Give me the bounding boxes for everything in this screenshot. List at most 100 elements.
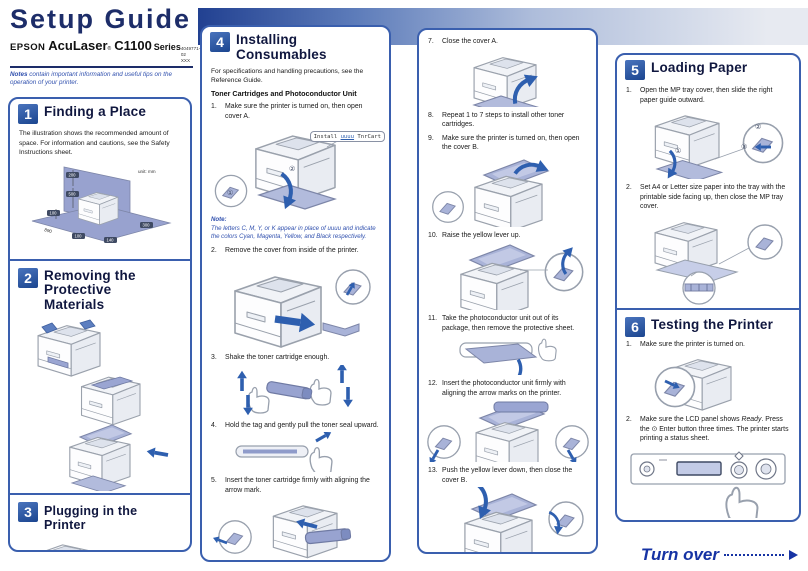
dim-tag: 500 — [69, 191, 77, 196]
masthead: Setup Guide EPSON AcuLaser ® C1100 Serie… — [0, 0, 200, 94]
open-cover-a-illustration: ① ② Install uuuu TnrCart — [202, 123, 389, 213]
section-4-header: 4 Installing Consumables — [202, 27, 389, 65]
dim-tag: 100 — [75, 233, 83, 238]
step-6-2: 2.Make sure the LCD panel shows Ready. P… — [626, 416, 789, 443]
section-4-subhead: Toner Cartridges and Photoconductor Unit — [211, 89, 357, 99]
dim-tag: 100 — [50, 210, 58, 215]
masthead-rule — [10, 65, 193, 68]
epson-logo: EPSON — [10, 42, 46, 54]
shake-cartridge-illustration — [202, 364, 389, 417]
section-6-title: Testing the Printer — [651, 316, 774, 332]
section-2-title: Removing the Protective Materials — [44, 267, 136, 313]
document-code: 4049771-02 XXX — [180, 46, 201, 63]
section-1-intro: The illustration shows the recommended a… — [19, 130, 170, 157]
section-4-note: Note:The letters C, M, Y, or K appear in… — [211, 216, 376, 241]
close-cover-b-illustration — [419, 487, 596, 552]
section-3-number: 3 — [18, 502, 38, 523]
callout-3-label: ③ — [741, 143, 747, 151]
callout-2-label: ② — [755, 123, 761, 131]
pull-toner-seal-illustration — [202, 432, 389, 473]
section-4-title: Installing Consumables — [236, 32, 327, 62]
printer-close-cover-b — [422, 487, 584, 552]
dim-tag: 200 — [69, 172, 77, 177]
photoconductor-protective-sheet — [458, 338, 557, 376]
open-mp-tray-illustration: ① ② ③ — [617, 107, 799, 180]
printer-raise-lever — [459, 242, 584, 311]
lcd-message-callout: Install uuuu TnrCart — [309, 131, 385, 143]
open-cover-b-illustration — [419, 154, 596, 227]
photoconductor-unwrap-illustration — [419, 335, 596, 376]
section-divider — [10, 258, 190, 261]
step-12: 12.Insert the photoconductor unit firmly… — [428, 380, 566, 397]
step-9: 9.Make sure the printer is turned on, th… — [428, 134, 580, 152]
section-2-number: 2 — [18, 267, 38, 288]
raise-yellow-lever-illustration — [419, 242, 596, 311]
column-section-4: 4 Installing Consumables For specificati… — [200, 25, 391, 562]
printer-open-mp-tray: ① ② ③ — [654, 115, 784, 180]
step-11: 11.Take the photoconductor unit out of i… — [428, 315, 575, 332]
section-4-intro: For specifications and handling precauti… — [211, 67, 364, 84]
section-6-note: Note:If you are unable to get the printe… — [626, 521, 790, 522]
printer-rear-illustration — [80, 376, 141, 426]
printer-power-switch — [654, 359, 732, 411]
step-2: 2.Remove the cover from inside of the pr… — [211, 246, 359, 254]
section-2-header: 2 Removing the Protective Materials — [10, 263, 190, 316]
section-4-number: 4 — [210, 32, 230, 52]
enter-button-icon: ⊙ — [651, 425, 658, 433]
printer-power-plug-diagram: ① ② — [35, 544, 94, 550]
section-1-number: 1 — [18, 104, 38, 124]
printer-load-paper — [654, 221, 783, 305]
step-4: 4.Hold the tag and gently pull the toner… — [211, 421, 379, 429]
printer-close-cover-a — [472, 56, 594, 107]
section-divider — [617, 307, 799, 310]
space-diagram: 200 500 100 100 140 300 890 unit: mm — [31, 166, 172, 243]
step-5-2: 2.Set A4 or Letter size paper into the t… — [626, 184, 786, 211]
callout-2-label: ② — [289, 165, 295, 173]
printer-remove-cover — [233, 269, 371, 349]
plugging-in-illustration: ① ② — [10, 537, 190, 550]
insert-photoconductor-illustration — [419, 400, 596, 463]
dim-tag: 300 — [143, 222, 151, 227]
step-5-1: 1.Open the MP tray cover, then slide the… — [626, 87, 773, 104]
step-10: 10.Raise the yellow lever up. — [428, 231, 521, 239]
masthead-note: Notes contain important information and … — [10, 70, 173, 87]
section-3-header: 3 Plugging in the Printer — [10, 497, 190, 535]
turn-over-leader — [724, 554, 784, 556]
step-8: 8.Repeat 1 to 7 steps to install other t… — [428, 111, 565, 129]
unit-label: unit: mm — [138, 169, 156, 174]
printer-with-tape-illustration — [37, 319, 101, 377]
printer-open-cover-b — [431, 154, 553, 227]
space-requirements-illustration: 200 500 100 100 140 300 890 unit: mm — [10, 161, 190, 257]
step-3: 3.Shake the toner cartridge enough. — [211, 354, 330, 362]
brand-row: EPSON AcuLaser ® C1100 Series 4049771-02… — [10, 38, 200, 63]
printer-insert-photoconductor — [426, 401, 589, 463]
protective-materials-illustrations — [10, 315, 190, 492]
column-sections-1-3: 1 Finding a Place The illustration shows… — [8, 97, 192, 552]
section-3-title: Plugging in the Printer — [44, 504, 138, 532]
section-divider — [10, 493, 190, 496]
load-paper-illustration — [617, 214, 799, 306]
printer-open-cover-illustration — [69, 424, 169, 492]
toner-seal-pull — [234, 432, 333, 473]
callout-1-label: ① — [227, 189, 233, 197]
close-cover-a-illustration — [419, 49, 596, 107]
control-panel-illustration — [617, 446, 799, 518]
step-5: 5.Insert the toner cartridge firmly with… — [211, 477, 370, 494]
section-1-title: Finding a Place — [44, 104, 147, 119]
toner-cartridge-shake — [236, 364, 353, 416]
printer-power-on-illustration — [617, 351, 799, 411]
column-section-4-continued: 7.Close the cover A. 8.Repeat 1 to 7 ste… — [417, 28, 598, 554]
turn-over-arrow-icon — [789, 550, 798, 560]
control-panel-diagram — [630, 450, 786, 518]
remove-inner-cover-illustration — [202, 257, 389, 349]
registered-mark: ® — [107, 46, 112, 53]
ready-status-text: Ready — [741, 416, 762, 424]
step-7: 7.Close the cover A. — [428, 38, 498, 45]
section-6-header: 6 Testing the Printer — [617, 312, 799, 339]
step-13: 13.Push the yellow lever down, then clos… — [428, 467, 573, 484]
dim-width-label: 890 — [44, 227, 53, 234]
section-6-number: 6 — [625, 316, 645, 337]
column-sections-5-6: 5 Loading Paper 1.Open the MP tray cover… — [615, 53, 801, 522]
turn-over-footer: Turn over — [641, 545, 798, 565]
